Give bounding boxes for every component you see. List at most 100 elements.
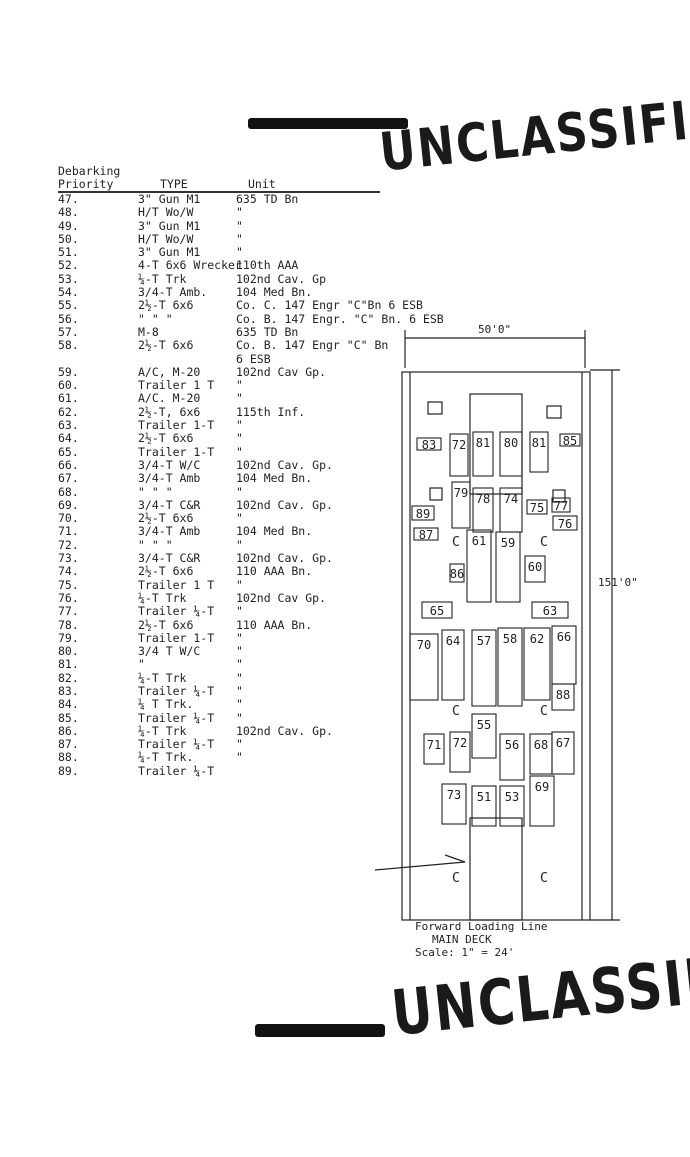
unit-cell: 104 Med Bn.: [236, 471, 313, 486]
priority-cell: 86.: [58, 723, 79, 738]
unit-cell: ": [236, 657, 243, 672]
vehicle-bay-label: 69: [535, 780, 549, 794]
vehicle-bay-89: [411, 505, 435, 521]
priority-cell: 57.: [58, 324, 79, 339]
priority-cell: 65.: [58, 444, 79, 459]
header-priority-line1: Debarking: [58, 164, 121, 178]
table-row: 72." " "": [58, 537, 418, 552]
unit-cell: ": [236, 737, 243, 752]
caption-scale: Scale: 1" = 24': [415, 946, 515, 959]
type-cell: Trailer 1 T: [138, 577, 215, 592]
priority-cell: 55.: [58, 298, 79, 313]
table-row: 75.Trailer 1 T": [58, 577, 418, 592]
type-cell: " " ": [138, 484, 173, 499]
vehicle-bay-label: 81: [532, 436, 546, 450]
vehicle-bay-64: [441, 629, 465, 701]
vehicle-bay-label: 68: [534, 738, 548, 752]
vehicle-bay-label: 74: [504, 492, 518, 506]
table-row: 48.H/T Wo/W": [58, 206, 418, 219]
table-row: 63.Trailer 1-T": [58, 419, 418, 432]
unit-cell: ": [236, 245, 243, 260]
type-cell: ": [138, 657, 145, 672]
priority-cell: 64.: [58, 431, 79, 446]
type-cell: Trailer ¼-T: [138, 604, 215, 619]
header-type: TYPE: [160, 177, 188, 191]
table-row: 56." " "Co. B. 147 Engr. "C" Bn. 6 ESB: [58, 312, 444, 326]
vehicle-bay-59: [495, 531, 521, 603]
unit-cell: ": [236, 750, 243, 765]
priority-cell: 67.: [58, 471, 79, 486]
table-row: 70.2½-T 6x6": [58, 512, 418, 525]
unit-cell: ": [236, 511, 243, 526]
unit-cell: ": [236, 431, 243, 446]
type-cell: Trailer ¼-T: [138, 710, 215, 725]
vehicle-bay-77: [551, 497, 571, 513]
priority-cell: 58.: [58, 338, 79, 353]
redaction-bar-top: [248, 118, 408, 129]
vehicle-bay-76: [552, 515, 578, 531]
priority-cell: 82.: [58, 670, 79, 685]
type-cell: 3/4-T W/C: [138, 457, 201, 472]
type-cell: Trailer ¼-T: [138, 737, 215, 752]
priority-cell: 53.: [58, 271, 79, 286]
vehicle-bay-61: [466, 529, 492, 603]
table-row: 60.Trailer 1 T": [58, 379, 418, 392]
unit-cell: 115th Inf.: [236, 404, 306, 419]
priority-cell: 79.: [58, 630, 79, 645]
unit-cell: Co. B. 147 Engr "C" Bn: [236, 338, 389, 353]
vehicle-bay-67: [551, 731, 575, 775]
table-row: 61.A/C. M-20": [58, 392, 418, 405]
unit-cell: ": [236, 577, 243, 592]
vehicle-bay-58: [497, 627, 523, 707]
vehicle-bay-label: 86: [450, 567, 464, 581]
type-cell: 2½-T 6x6: [138, 511, 194, 526]
unit-cell: 110th AAA: [236, 258, 299, 273]
unit-cell: ": [236, 418, 243, 433]
vehicle-bay-83: [416, 437, 442, 451]
unit-cell: 102nd Cav. Gp.: [236, 497, 333, 512]
vehicle-bay-62: [523, 627, 551, 701]
priority-cell: 47.: [58, 192, 79, 206]
priority-cell: 89.: [58, 763, 79, 778]
type-cell: 3/4-T C&R: [138, 497, 201, 512]
type-cell: 3/4-T Amb: [138, 471, 201, 486]
unit-cell: 102nd Cav Gp.: [236, 590, 327, 605]
table-row: 85.Trailer ¼-T": [58, 710, 418, 725]
vehicle-bay-label: 57: [477, 634, 491, 648]
table-row: 54.3/4-T Amb.104 Med Bn.: [58, 286, 418, 299]
priority-cell: 71.: [58, 524, 79, 539]
table-row: 77.Trailer ¼-T": [58, 605, 418, 618]
type-cell: 3" Gun M1: [138, 245, 201, 260]
unit-cell: 110 AAA Bn.: [236, 564, 313, 579]
table-row: 79.Trailer 1-T": [58, 630, 418, 645]
type-cell: H/T Wo/W: [138, 205, 194, 220]
deck-marker: C: [540, 535, 548, 550]
vehicle-bay-72: [449, 433, 469, 477]
type-cell: ¼-T Trk: [138, 271, 187, 286]
vehicle-bay-label: 66: [557, 630, 571, 644]
type-cell: ¼-T Trk: [138, 670, 187, 685]
unit-cell: ": [236, 644, 243, 659]
priority-cell: 63.: [58, 418, 79, 433]
priority-cell: 83.: [58, 683, 79, 698]
vehicle-bay-label: 55: [477, 718, 491, 732]
vehicle-bay-label: 88: [556, 688, 570, 702]
priority-cell: 48.: [58, 205, 79, 220]
priority-cell: 76.: [58, 590, 79, 605]
caption-forward-loading-line: Forward Loading Line: [415, 920, 548, 933]
type-cell: " " ": [138, 537, 173, 552]
table-row: 82.¼-T Trk": [58, 670, 418, 685]
vehicle-bay-label: 80: [504, 436, 518, 450]
unit-cell: ": [236, 710, 243, 725]
vehicle-bay-label: 77: [554, 499, 568, 513]
priority-cell: 88.: [58, 750, 79, 765]
vehicle-bay-81: [472, 431, 494, 477]
